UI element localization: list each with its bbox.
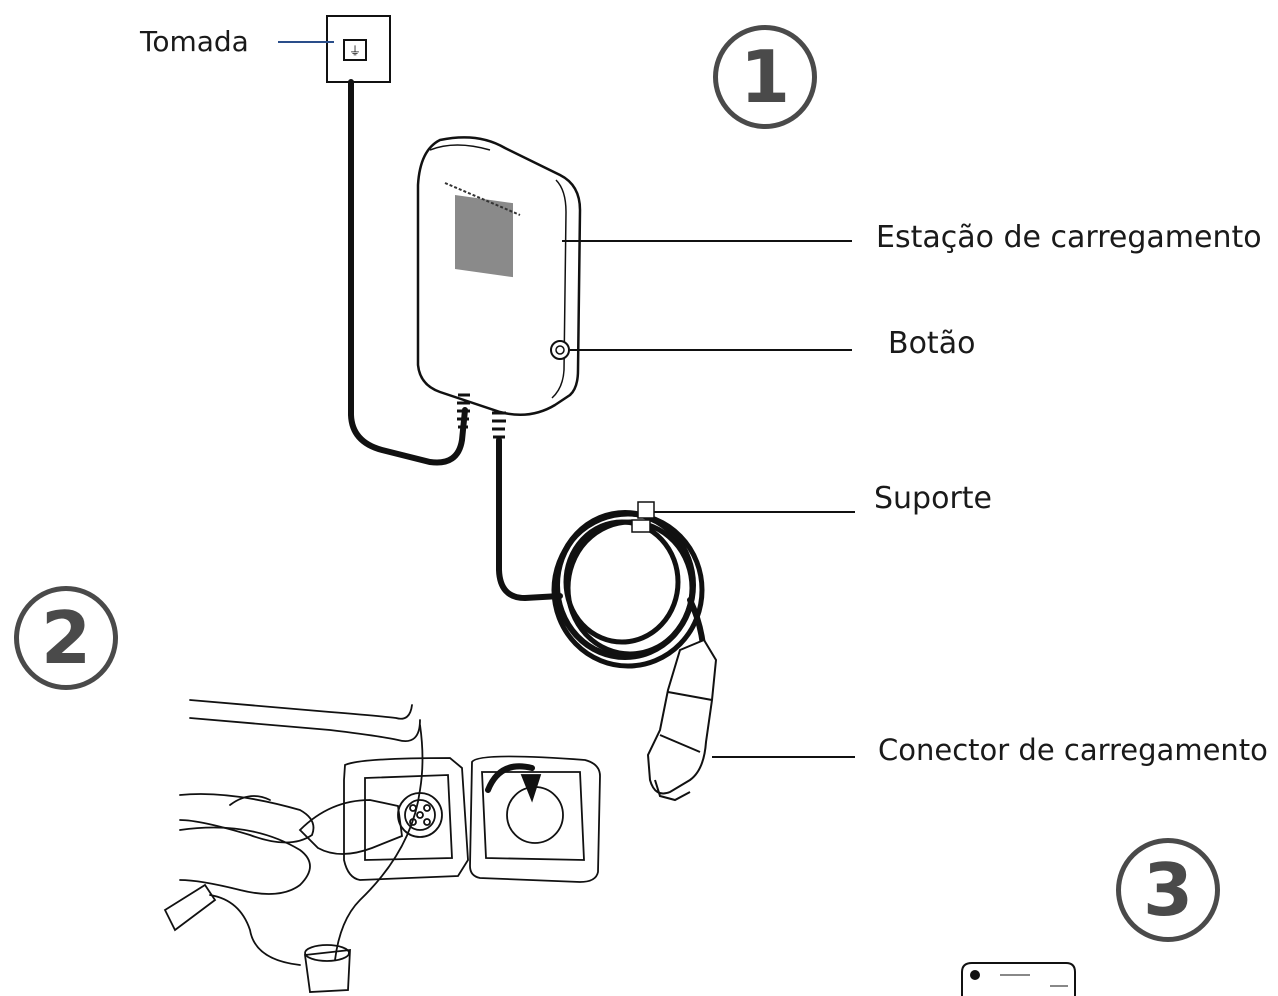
- station-label: Estação de carregamento: [876, 220, 1262, 255]
- svg-text:⏚: ⏚: [349, 44, 361, 58]
- car-port-illustration: [163, 699, 601, 993]
- button-label: Botão: [888, 326, 976, 361]
- step-3-badge: 3: [1116, 838, 1220, 942]
- power-cable: [348, 79, 468, 466]
- wall-outlet: ⏚: [326, 15, 391, 83]
- cable-holder: [631, 501, 655, 533]
- cable-coil: [496, 437, 707, 669]
- charging-connector: [646, 638, 718, 802]
- charging-station: [416, 136, 582, 439]
- phone-illustration: [961, 962, 1076, 996]
- step-2-badge: 2: [14, 586, 118, 690]
- holder-label: Suporte: [874, 481, 993, 516]
- outlet-label: Tomada: [140, 25, 249, 58]
- step-1-badge: 1: [713, 25, 817, 129]
- connector-label: Conector de carregamento: [878, 733, 1268, 767]
